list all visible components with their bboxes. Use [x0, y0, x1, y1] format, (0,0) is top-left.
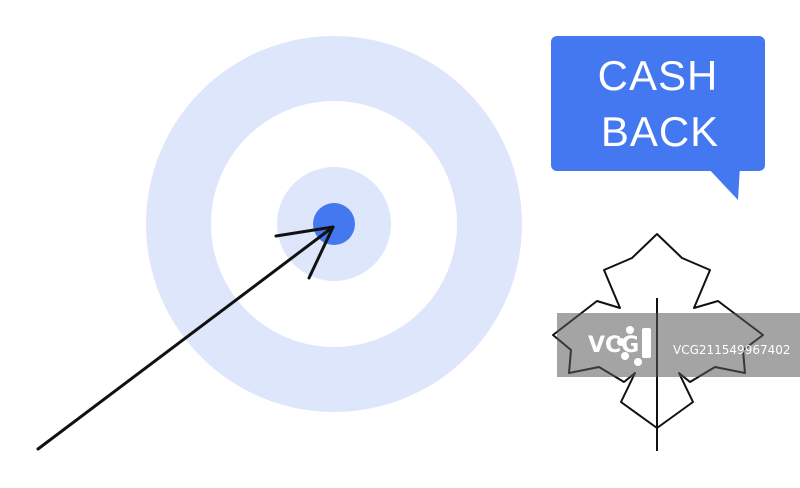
bubble-line-1: CASH — [598, 52, 719, 99]
cash-back-bubble: CASH BACK — [551, 36, 765, 200]
watermark-logo-icon — [617, 326, 651, 366]
watermark-brand: VCG — [588, 333, 639, 358]
watermark: VCG VCG211549967402 — [557, 313, 800, 377]
arrow-icon — [36, 225, 335, 451]
bubble-body — [551, 36, 765, 171]
watermark-band — [557, 313, 800, 377]
watermark-id: VCG211549967402 — [673, 343, 791, 357]
target-icon — [146, 36, 522, 412]
bubble-tail — [706, 166, 740, 200]
bubble-line-2: BACK — [601, 108, 719, 155]
